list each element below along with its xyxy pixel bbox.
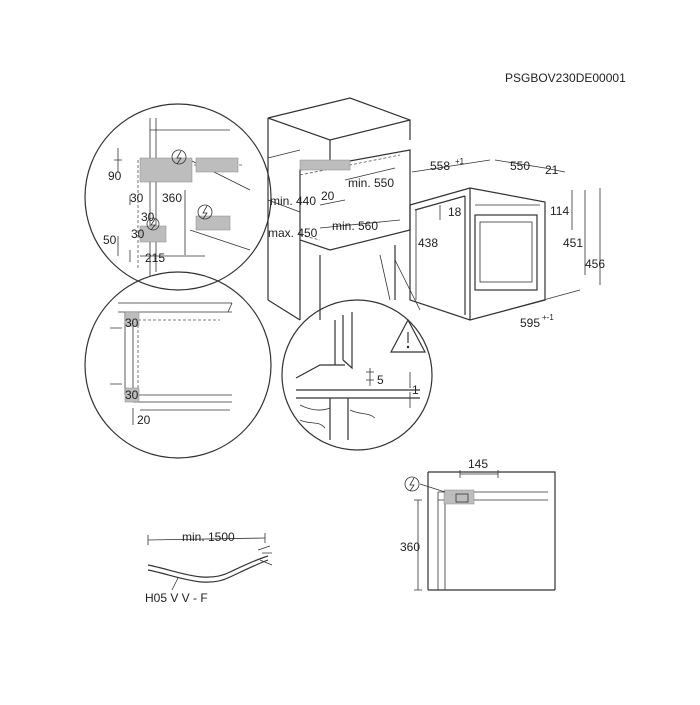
niche-vent-zone	[299, 159, 351, 171]
dim-90: 90	[108, 169, 122, 183]
dim-30-lower: 30	[131, 227, 145, 241]
gap-dim-30-top: 30	[125, 316, 139, 330]
socket	[455, 493, 469, 503]
gap-dim-20: 20	[137, 413, 151, 427]
cable-length: min. 1500	[182, 530, 235, 544]
socket-dim-145: 145	[468, 457, 488, 471]
detail-circle-mid-center: 5 1	[281, 299, 433, 451]
power-cable: min. 1500 H05 V V - F	[145, 530, 273, 605]
oven-dim-558: 558	[430, 159, 450, 173]
oven-appliance: 558 +1 550 21 18 114 438 451 456 595 +-1	[409, 157, 605, 330]
gap-dim-30-bottom: 30	[125, 388, 139, 402]
dim-30-middle: 30	[141, 210, 155, 224]
cable-type: H05 V V - F	[145, 591, 208, 605]
oven-dim-438: 438	[418, 236, 438, 250]
oven-dim-451: 451	[563, 236, 583, 250]
oven-door-window	[474, 214, 538, 291]
document-code: PSGBOV230DE00001	[505, 71, 626, 85]
socket-position-view: 145 360	[400, 457, 556, 591]
dim-215: 215	[145, 251, 165, 265]
electrical-hazard-icon	[146, 217, 160, 231]
oven-dim-21: 21	[545, 163, 559, 177]
electrical-hazard-icon	[197, 204, 213, 220]
oven-dim-595-tolerance: +-1	[542, 313, 554, 322]
niche-min-440: min. 440	[270, 194, 316, 208]
electrical-hazard-icon	[404, 476, 420, 492]
dim-50: 50	[103, 233, 117, 247]
socket-zone-lower	[139, 225, 167, 243]
oven-dim-456: 456	[585, 257, 605, 271]
socket-zone	[443, 489, 475, 505]
warning-triangle-icon	[390, 318, 426, 353]
detail-circle-mid-left: 30 30 20	[84, 271, 272, 459]
clearance-dim-5: 5	[377, 373, 384, 387]
dim-30-upper: 30	[130, 191, 144, 205]
socket-zone-upper-right	[195, 157, 239, 173]
niche-min-560: min. 560	[332, 219, 378, 233]
niche-max-450: max. 450	[268, 226, 318, 240]
dim-360: 360	[162, 191, 182, 205]
niche-min-550: min. 550	[348, 176, 394, 190]
electrical-hazard-icon	[171, 149, 187, 165]
vent-gap-top	[124, 311, 140, 327]
vent-gap-bottom	[124, 387, 140, 403]
socket-zone-lower-right	[195, 215, 231, 231]
oven-dim-114: 114	[550, 204, 569, 218]
oven-dim-18: 18	[448, 205, 462, 219]
clearance-dim-1: 1	[412, 383, 419, 397]
oven-dim-558-tolerance: +1	[455, 157, 465, 166]
installation-niche: min. 550 min. 440 20 max. 450 min. 560	[267, 97, 411, 321]
detail-circle-top-left: 90 30 360 30 30 50 215	[84, 103, 272, 291]
socket-dim-360: 360	[400, 540, 420, 554]
oven-dim-550: 550	[510, 159, 530, 173]
niche-dim-20: 20	[321, 189, 335, 203]
oven-dim-595: 595	[520, 316, 540, 330]
